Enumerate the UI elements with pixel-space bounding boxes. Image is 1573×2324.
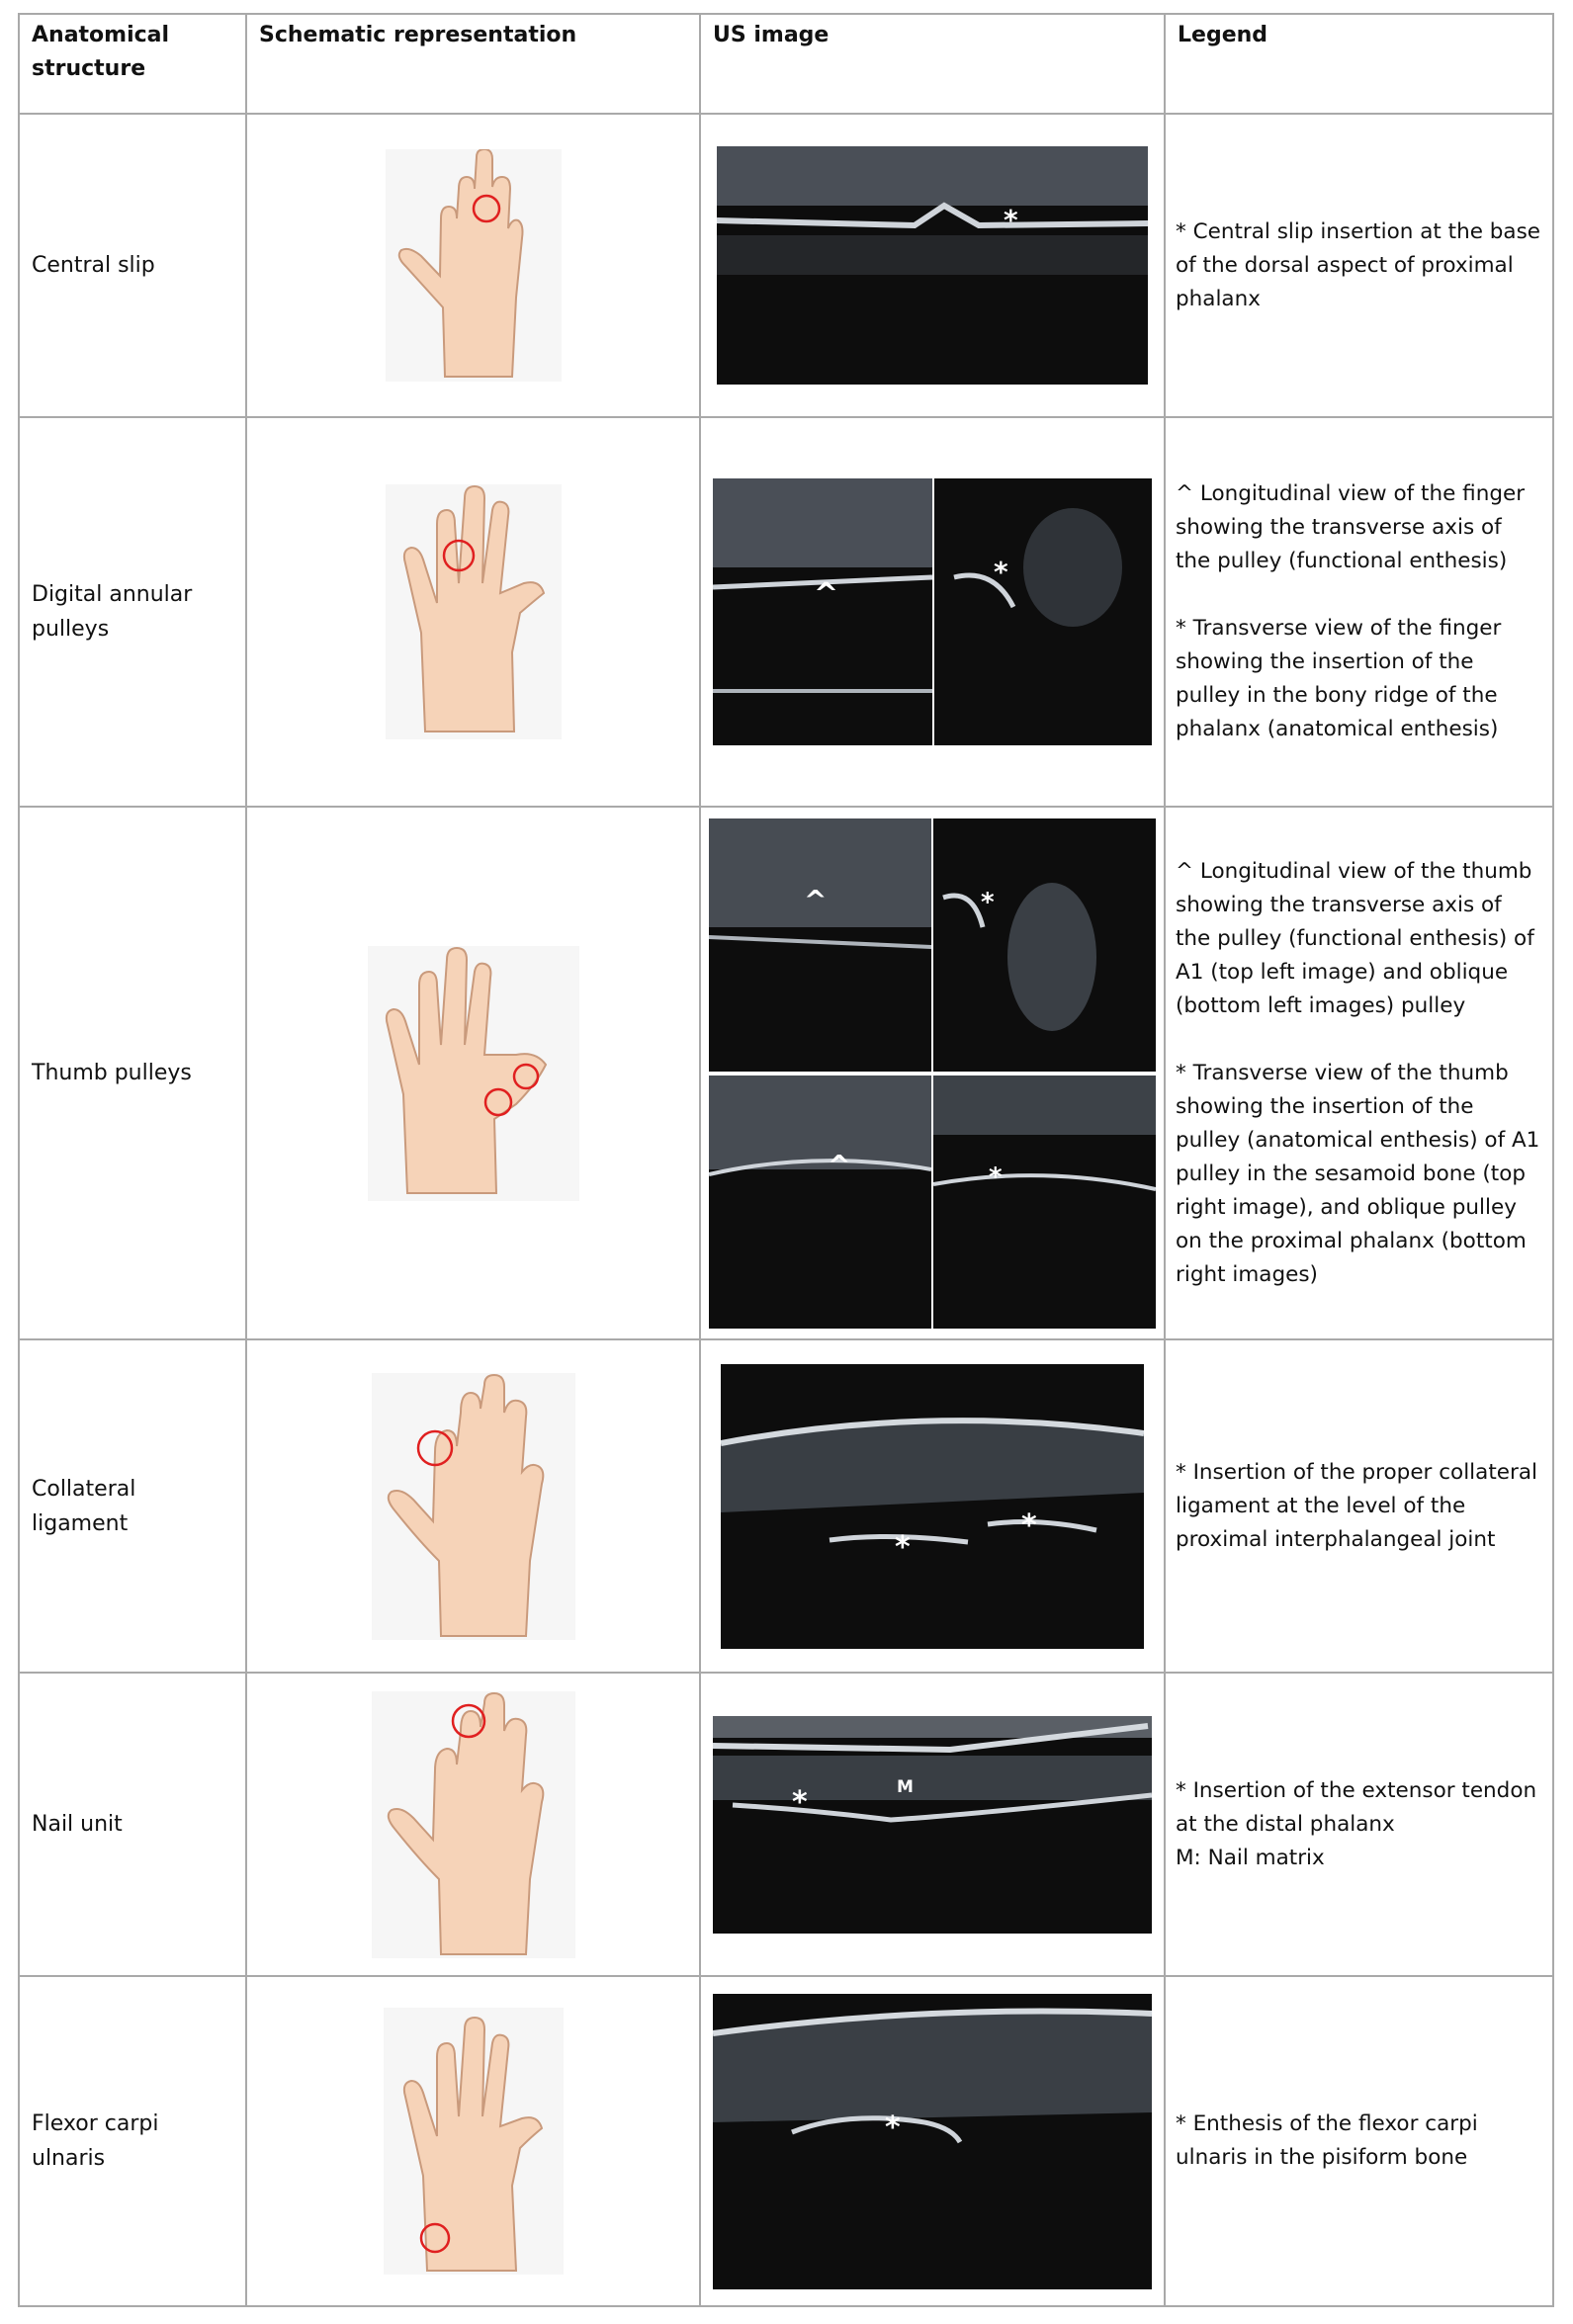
header-row: Anatomical structure Schematic represent… — [18, 13, 1554, 115]
schematic-cell — [245, 416, 701, 808]
legend-cell: * Enthesis of the flexor carpi ulnaris i… — [1164, 1975, 1554, 2307]
ultrasound-image: * — [717, 146, 1148, 385]
schematic-cell — [245, 1975, 701, 2307]
us-image-cell: * M — [699, 1672, 1166, 1977]
us-marker: M — [897, 1776, 914, 1797]
us-panel-a1-longitudinal: ^ — [709, 818, 931, 1072]
header-schematic: Schematic representation — [245, 13, 701, 115]
header-legend: Legend — [1164, 13, 1554, 115]
ultrasound-image: * * — [721, 1363, 1144, 1649]
us-marker: * — [994, 556, 1008, 588]
ultrasound-image: * M — [713, 1715, 1152, 1934]
us-marker: ^ — [804, 883, 828, 916]
schematic-cell — [245, 113, 701, 418]
us-marker: * — [1021, 1507, 1037, 1543]
ultrasound-image: ^ * — [713, 478, 1152, 745]
ultrasound-texture — [721, 1363, 1144, 1649]
dorsal-hand-illustration — [385, 149, 562, 382]
table-row: Digital annular pulleys ^ * — [18, 416, 1554, 808]
legend-cell: * Central slip insertion at the base of … — [1164, 113, 1554, 418]
structure-name: Thumb pulleys — [18, 806, 247, 1340]
legend-text: * Enthesis of the flexor carpi ulnaris i… — [1176, 2111, 1478, 2170]
legend-text: * Central slip insertion at the base of … — [1176, 218, 1541, 311]
schematic-cell — [245, 1672, 701, 1977]
us-panel-oblique-longitudinal: ^ — [709, 1075, 931, 1329]
ultrasound-texture — [717, 146, 1148, 385]
schematic-cell — [245, 806, 701, 1340]
ultrasound-image: ^ * ^ * — [709, 818, 1156, 1329]
ultrasound-texture — [713, 1715, 1152, 1934]
us-image-cell: ^ * — [699, 416, 1166, 808]
palmar-hand-illustration — [385, 484, 562, 739]
structure-name: Digital annular pulleys — [18, 416, 247, 808]
legend-cell: ^ Longitudinal view of the thumb showing… — [1164, 806, 1554, 1340]
ultrasound-texture — [713, 1993, 1152, 2289]
legend-text: ^ Longitudinal view of the thumb showing… — [1176, 858, 1534, 1018]
legend-cell: * Insertion of the extensor tendon at th… — [1164, 1672, 1554, 1977]
us-panel-oblique-transverse: * — [933, 1075, 1156, 1329]
legend-text: * Transverse view of the finger showing … — [1176, 616, 1502, 741]
anatomy-table: Anatomical structure Schematic represent… — [18, 13, 1554, 2307]
table-row: Flexor carpi ulnaris * * Enthesis — [18, 1975, 1554, 2307]
structure-name: Central slip — [18, 113, 247, 418]
palmar-hand-illustration — [367, 945, 579, 1201]
us-marker: * — [885, 2109, 901, 2145]
structure-name: Collateral ligament — [18, 1338, 247, 1674]
us-image-cell: * * — [699, 1338, 1166, 1674]
legend-text: ^ Longitudinal view of the finger showin… — [1176, 481, 1526, 573]
palmar-hand-illustration — [383, 2008, 564, 2275]
table-row: Thumb pulleys ^ * — [18, 806, 1554, 1340]
us-marker: * — [981, 887, 995, 917]
us-marker: * — [895, 1529, 911, 1565]
us-image-cell: * — [699, 1975, 1166, 2307]
table-row: Nail unit * M — [18, 1672, 1554, 1977]
us-marker: ^ — [814, 577, 839, 612]
table-row: Central slip * * Central slip ins — [18, 113, 1554, 418]
us-marker: ^ — [828, 1148, 851, 1181]
legend-cell: * Insertion of the proper collateral lig… — [1164, 1338, 1554, 1674]
us-image-cell: ^ * ^ * — [699, 806, 1166, 1340]
legend-text: * Insertion of the extensor tendon at th… — [1176, 1777, 1537, 1870]
us-marker: * — [1004, 204, 1018, 236]
us-panel-transverse: * — [934, 478, 1152, 745]
schematic-cell — [245, 1338, 701, 1674]
us-image-cell: * — [699, 113, 1166, 418]
legend-text: * Transverse view of the thumb showing t… — [1176, 1060, 1540, 1287]
us-panel-longitudinal: ^ — [713, 478, 932, 745]
dorsal-hand-illustration — [371, 1372, 575, 1640]
us-marker: * — [989, 1162, 1003, 1192]
dorsal-hand-illustration — [371, 1690, 575, 1958]
structure-name: Nail unit — [18, 1672, 247, 1977]
ultrasound-image: * — [713, 1993, 1152, 2289]
header-us-image: US image — [699, 13, 1166, 115]
table-row: Collateral ligament * * — [18, 1338, 1554, 1674]
us-panel-a1-transverse: * — [933, 818, 1156, 1072]
legend-text: * Insertion of the proper collateral lig… — [1176, 1459, 1537, 1552]
header-structure: Anatomical structure — [18, 13, 247, 115]
legend-cell: ^ Longitudinal view of the finger showin… — [1164, 416, 1554, 808]
us-marker: * — [792, 1784, 808, 1820]
structure-name: Flexor carpi ulnaris — [18, 1975, 247, 2307]
